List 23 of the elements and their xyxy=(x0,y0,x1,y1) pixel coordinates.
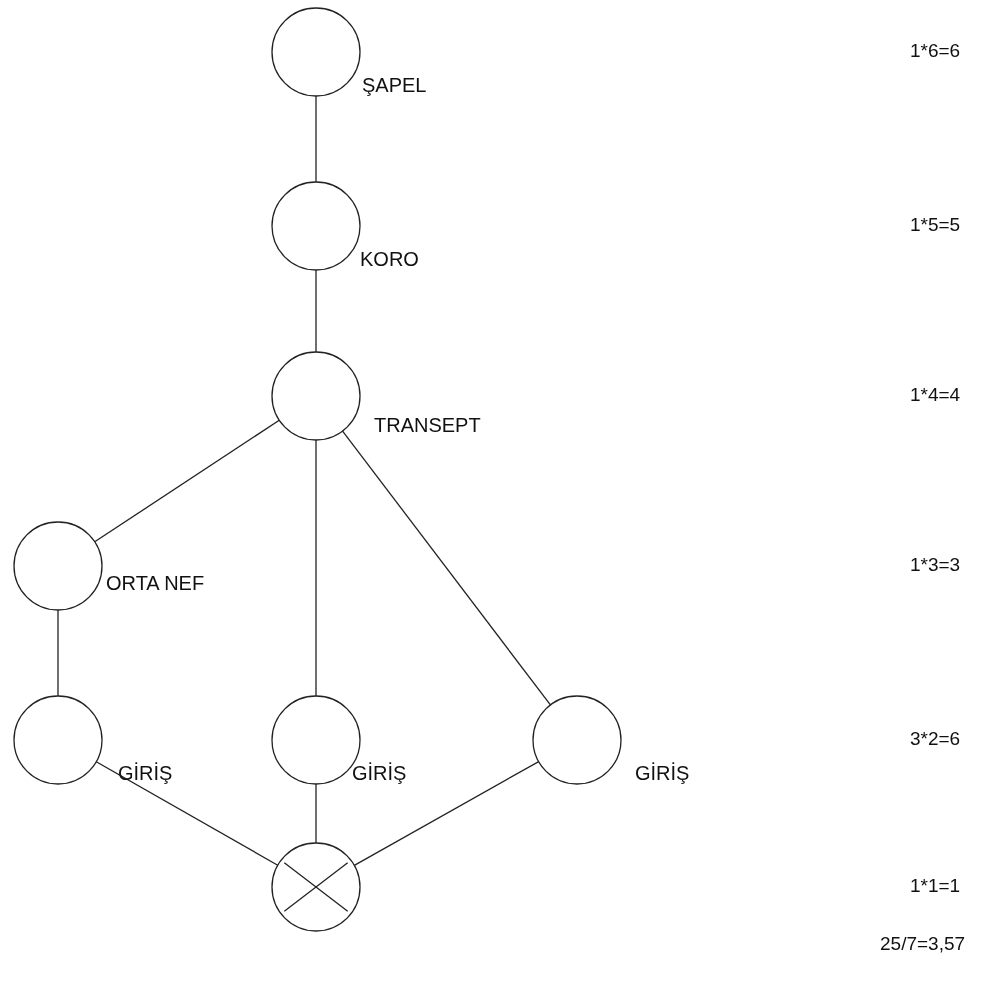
connector-line xyxy=(57,609,59,697)
connector-line xyxy=(353,760,540,867)
calculation-label: 1*6=6 xyxy=(910,40,961,62)
connector-line xyxy=(95,761,279,866)
node-label: ŞAPEL xyxy=(362,74,427,97)
calculation-label: 1*1=1 xyxy=(910,875,961,897)
connector-line xyxy=(315,439,317,697)
connector-line xyxy=(315,95,317,183)
node-label: ORTA NEF xyxy=(106,572,205,595)
connector-line xyxy=(341,430,552,706)
node-label: GİRİŞ xyxy=(118,762,173,785)
calculation-label: 1*3=3 xyxy=(910,554,961,576)
node-label: KORO xyxy=(360,248,419,271)
calculation-label: 25/7=3,57 xyxy=(880,933,966,955)
connector-line xyxy=(94,419,280,543)
calculation-label: 1*4=4 xyxy=(910,384,961,406)
calculation-label: 1*5=5 xyxy=(910,214,961,236)
node-label: GİRİŞ xyxy=(352,762,407,785)
node-label: GİRİŞ xyxy=(635,762,690,785)
connector-line xyxy=(315,269,317,353)
node-label: TRANSEPT xyxy=(374,414,481,437)
connector-line xyxy=(315,783,317,844)
calculation-label: 3*2=6 xyxy=(910,728,961,750)
